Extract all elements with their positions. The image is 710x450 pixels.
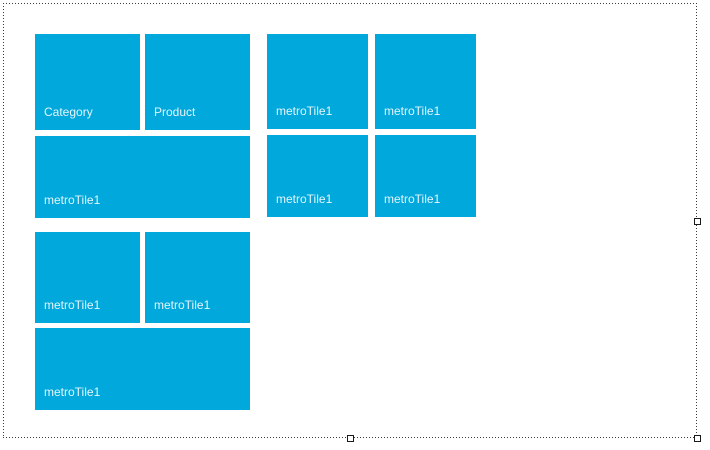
surface-border-left xyxy=(3,3,4,438)
resize-handle-bottom[interactable] xyxy=(347,435,354,442)
tile-right-3[interactable]: metroTile1 xyxy=(267,135,368,217)
tile-category[interactable]: Category xyxy=(35,34,140,130)
tile-left-small-1-label: metroTile1 xyxy=(44,298,101,312)
tile-left-wide-2[interactable]: metroTile1 xyxy=(35,328,250,410)
tile-right-4-label: metroTile1 xyxy=(384,192,441,206)
tile-right-2[interactable]: metroTile1 xyxy=(375,34,476,129)
tile-product-label: Product xyxy=(154,105,196,119)
design-surface[interactable]: Category Product metroTile1 metroTile1 m… xyxy=(3,3,701,442)
tile-left-wide-2-label: metroTile1 xyxy=(44,385,101,399)
tile-right-4[interactable]: metroTile1 xyxy=(375,135,476,217)
tile-category-label: Category xyxy=(44,105,93,119)
tile-right-2-label: metroTile1 xyxy=(384,104,441,118)
surface-border-top xyxy=(3,3,697,4)
tile-left-small-2[interactable]: metroTile1 xyxy=(145,232,250,323)
tile-left-wide-1-label: metroTile1 xyxy=(44,193,101,207)
tile-left-small-2-label: metroTile1 xyxy=(154,298,211,312)
tile-left-small-1[interactable]: metroTile1 xyxy=(35,232,140,323)
tile-product[interactable]: Product xyxy=(145,34,250,130)
tile-right-1[interactable]: metroTile1 xyxy=(267,34,368,129)
tile-right-3-label: metroTile1 xyxy=(276,192,333,206)
tile-right-1-label: metroTile1 xyxy=(276,104,333,118)
resize-handle-right[interactable] xyxy=(694,218,701,225)
tile-left-wide-1[interactable]: metroTile1 xyxy=(35,136,250,218)
resize-handle-bottom-right[interactable] xyxy=(694,435,701,442)
